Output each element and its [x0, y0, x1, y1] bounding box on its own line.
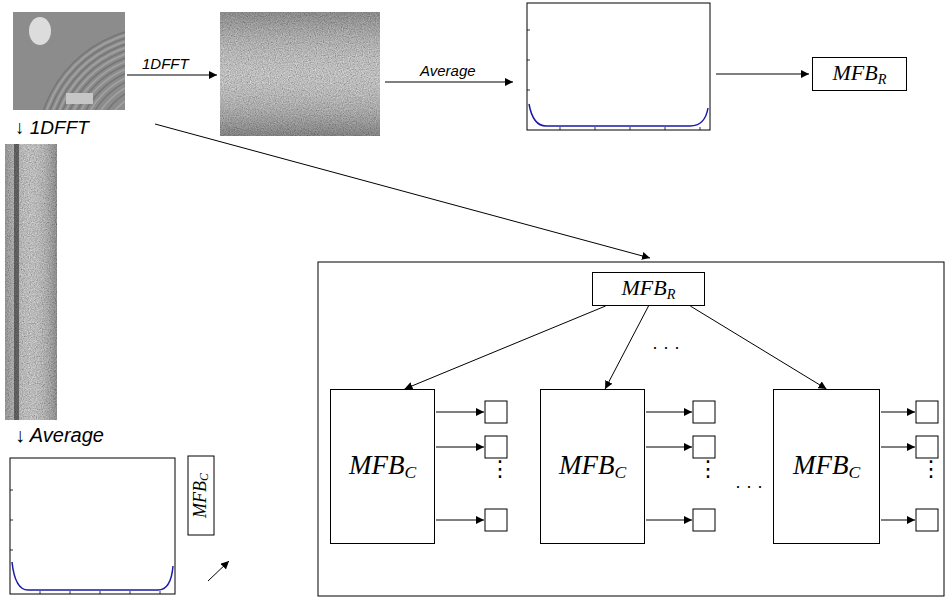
output-arrow	[646, 447, 692, 448]
tree-arrow	[605, 306, 648, 389]
output-box	[916, 401, 938, 423]
average-plot	[527, 3, 710, 130]
output-box	[485, 436, 507, 458]
fringe	[46, 36, 125, 110]
output-arrow	[436, 412, 484, 413]
ellipse-shape	[29, 17, 51, 45]
plot-ticks	[10, 490, 160, 594]
arrow-label: ↓ 1DFFT	[15, 118, 89, 137]
flow-arrow	[155, 124, 650, 258]
column-spectrum	[5, 144, 57, 420]
plot-ticks	[527, 30, 700, 130]
output-box	[916, 509, 938, 531]
arrow-label: ↓ Average	[15, 425, 104, 445]
ellipsis: · · ·	[652, 338, 680, 356]
output-box	[485, 401, 507, 423]
fringe	[62, 52, 126, 111]
column-filter-box: MFBC	[773, 389, 880, 544]
symbol-base: MFB	[833, 60, 878, 85]
node-label: MFBR	[833, 62, 887, 86]
fringe	[43, 33, 125, 110]
symbol-subscript: C	[199, 473, 212, 481]
output-box	[916, 436, 938, 458]
rectangle-shape	[66, 93, 93, 104]
output-arrow	[881, 412, 915, 413]
symbol-base: MFB	[622, 275, 667, 300]
flow-arrow	[385, 82, 513, 83]
output-box	[693, 436, 715, 458]
spectrum-shade	[220, 12, 380, 136]
output-arrow	[881, 447, 915, 448]
symbol-base: MFB	[559, 450, 614, 480]
vertical-ellipsis: ⋮	[697, 458, 719, 480]
flow-arrows	[127, 74, 809, 581]
output-arrow	[436, 447, 484, 448]
node-label: MFBC	[559, 452, 626, 482]
tree-container	[318, 262, 944, 596]
node-label: MFBC	[793, 452, 860, 482]
vertical-ellipsis: ⋮	[489, 458, 511, 480]
arrow-label: 1DFFT	[142, 56, 189, 71]
plot-curve	[529, 104, 708, 126]
symbol-base: MFB	[349, 450, 404, 480]
column-filter-box: MFBC	[540, 389, 645, 544]
zone-fringes	[37, 27, 125, 110]
node-label: MFBC	[349, 452, 416, 482]
output-arrow	[646, 520, 692, 521]
symbol-subscript: C	[614, 462, 626, 482]
spectrum-shade	[5, 144, 57, 420]
vertical-ellipsis: ⋮	[920, 458, 942, 480]
output-box	[693, 509, 715, 531]
fringe	[52, 42, 125, 110]
node-label: MFBR	[622, 277, 676, 301]
flow-arrow	[716, 74, 809, 75]
connectors	[405, 306, 827, 389]
tree-arrow	[690, 306, 826, 389]
arrow-label: Average	[420, 63, 476, 78]
tree-arrow	[405, 306, 606, 389]
fringe	[37, 27, 125, 110]
test-image	[13, 12, 125, 110]
fringe	[58, 48, 125, 110]
symbol-base: MFB	[793, 450, 848, 480]
output-arrow	[436, 520, 484, 521]
ellipsis: · · ·	[735, 477, 763, 495]
row-filter-box: MFBR	[592, 272, 705, 306]
average-plot	[10, 458, 175, 594]
symbol-base: MFB	[190, 480, 210, 517]
symbol-subscript: C	[404, 462, 416, 482]
row-spectrum	[220, 12, 380, 136]
output-arrow	[646, 412, 692, 413]
symbol-subscript: R	[878, 71, 887, 87]
row-filter-box: MFBR	[812, 57, 907, 91]
column-filter-box: MFBC	[188, 455, 215, 535]
fringe	[55, 45, 125, 110]
flow-arrow	[208, 561, 229, 581]
fringe	[40, 30, 125, 110]
flow-arrow	[127, 75, 217, 76]
symbol-subscript: R	[667, 286, 676, 302]
output-arrow	[881, 520, 915, 521]
column-filter-box: MFBC	[330, 389, 435, 544]
output-box	[485, 509, 507, 531]
output-box	[693, 401, 715, 423]
symbol-subscript: C	[848, 462, 860, 482]
fringe	[49, 39, 125, 110]
spectrum-line	[14, 144, 19, 420]
node-label: MFBC	[191, 473, 212, 518]
plot-curve	[12, 562, 173, 590]
